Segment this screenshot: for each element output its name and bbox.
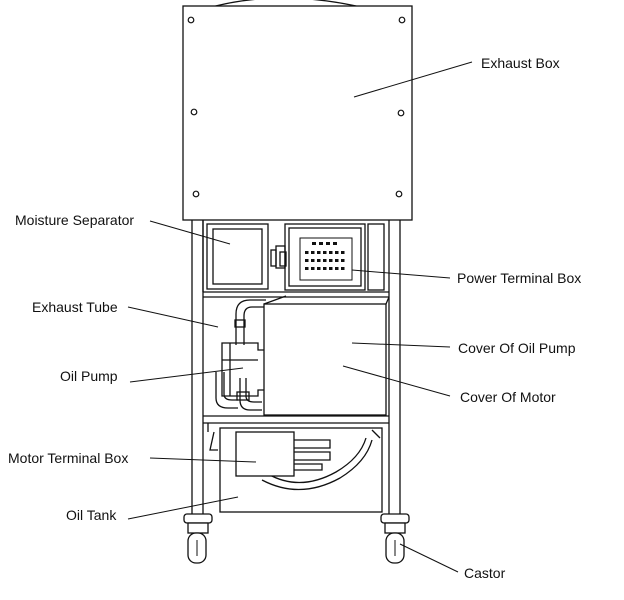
label-motor-terminal-box: Motor Terminal Box	[8, 450, 129, 466]
oil-tank-body	[219, 427, 383, 513]
leader-exhaust-tube	[127, 306, 219, 328]
castor-left	[183, 513, 213, 564]
motor-terminal-box-body	[235, 431, 295, 477]
label-oil-pump: Oil Pump	[60, 368, 118, 384]
label-exhaust-tube: Exhaust Tube	[32, 299, 118, 315]
leader-power-terminal-box	[351, 269, 451, 279]
label-cover-of-oil-pump: Cover Of Oil Pump	[458, 340, 576, 356]
leader-lines	[127, 61, 473, 573]
oil-tank-cable	[261, 439, 373, 491]
leader-oil-tank	[127, 496, 239, 520]
label-power-terminal-box: Power Terminal Box	[457, 270, 582, 286]
exhaust-box-top-arc	[207, 0, 366, 9]
label-exhaust-box: Exhaust Box	[481, 55, 560, 71]
label-castor: Castor	[464, 565, 506, 581]
leader-castor	[399, 543, 459, 573]
middle-compartment	[203, 295, 390, 432]
lower-compartment	[209, 427, 383, 513]
label-moisture-separator: Moisture Separator	[15, 212, 135, 228]
leader-moisture-separator	[149, 220, 231, 245]
leader-cover-of-oil-pump	[351, 342, 451, 348]
moisture-separator-body	[206, 223, 269, 290]
leader-oil-pump	[129, 367, 244, 383]
upper-compartment	[202, 220, 389, 298]
leader-exhaust-box	[353, 61, 473, 98]
leader-cover-of-motor	[342, 365, 451, 397]
leader-motor-terminal-box	[149, 457, 257, 463]
label-oil-tank: Oil Tank	[66, 507, 117, 523]
vent-grille	[305, 242, 345, 270]
exhaust-box	[182, 5, 413, 221]
motor-cover	[263, 303, 387, 416]
label-cover-of-motor: Cover Of Motor	[460, 389, 556, 405]
castor-right	[380, 513, 410, 564]
exhaust-tube	[235, 299, 266, 345]
